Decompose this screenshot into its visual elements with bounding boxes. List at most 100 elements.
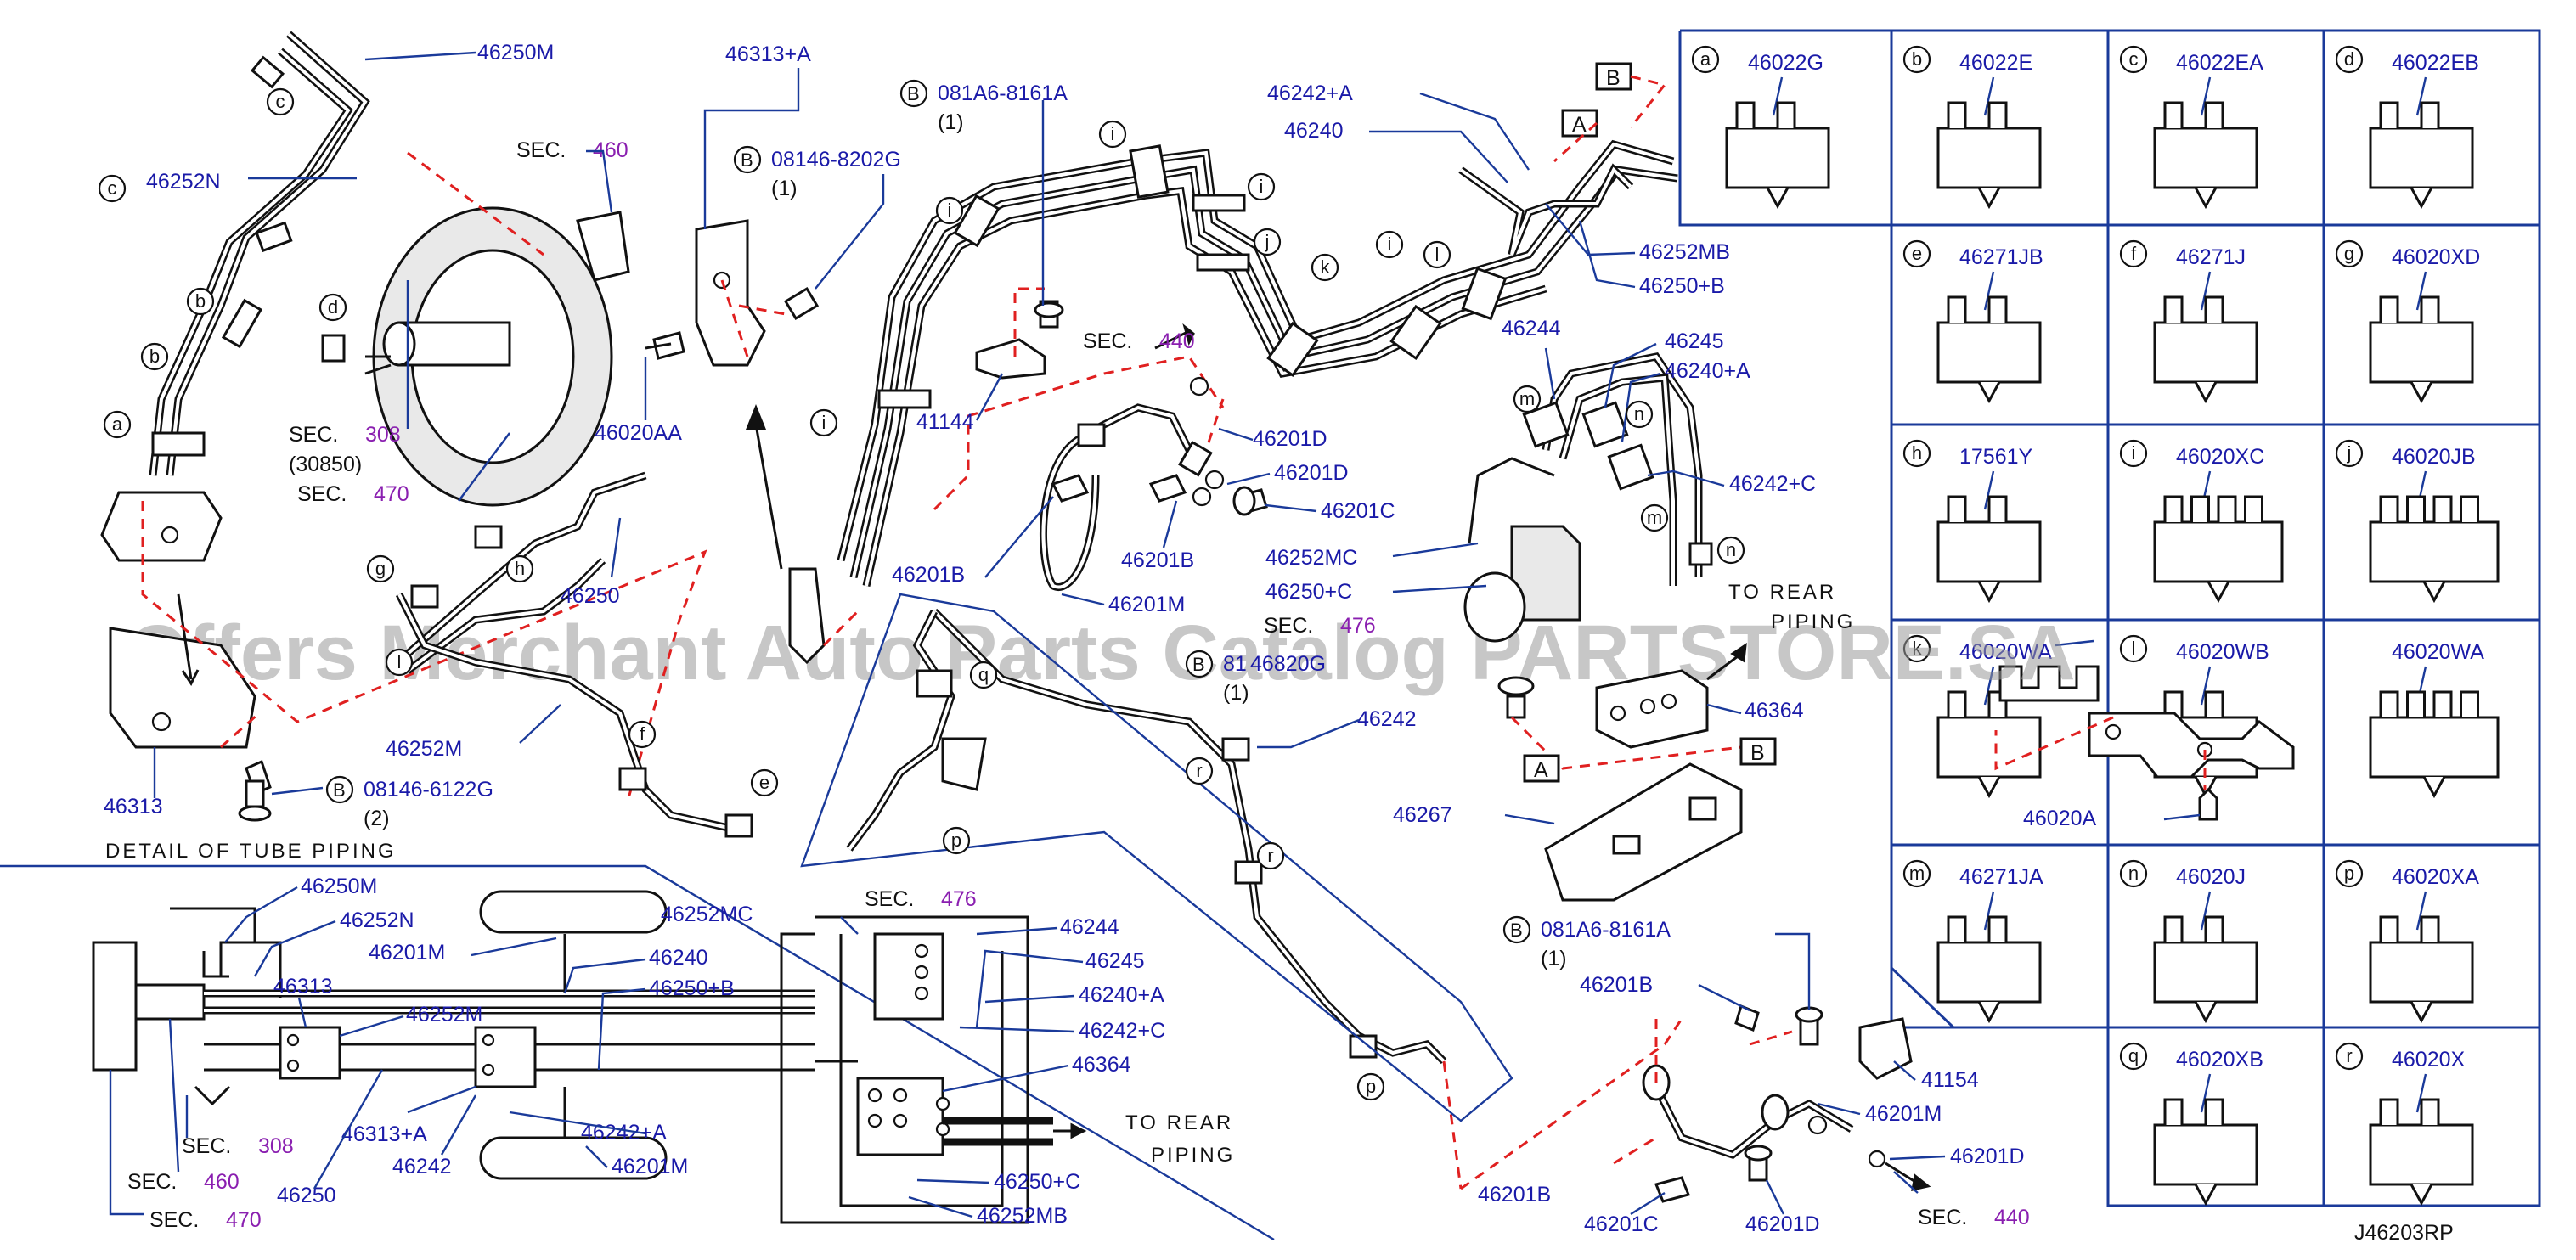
clip-shape-5 (2153, 321, 2258, 384)
clip-cell-leader (2200, 76, 2212, 116)
label-46201B-a: 46201B (1121, 548, 1194, 572)
leader-line (1392, 542, 1479, 558)
label-46250M: 46250M (477, 41, 554, 65)
clip-marker-l-18-circle (1423, 240, 1451, 269)
clip-cell-letter-c-circle (2119, 45, 2148, 74)
clip-shape-15 (2369, 941, 2474, 1004)
label-46240A: 46240+A (1665, 359, 1750, 383)
clip-tooth-4-1 (1987, 295, 2008, 323)
sec-476-word: SEC. (1264, 614, 1313, 638)
clip-shape-12 (2369, 716, 2500, 779)
d-sec-476-value: 476 (941, 887, 977, 911)
sec-476-value: 476 (1340, 614, 1376, 638)
bolt-3-b-letter: B (333, 779, 346, 801)
leader-line (1392, 584, 1487, 593)
bolt-4-b-letter: B (1192, 654, 1205, 675)
leader-line (458, 432, 510, 502)
clip-marker-i-17: i (1388, 233, 1392, 255)
leader-line (610, 517, 622, 578)
clip-marker-h-7-circle (505, 554, 534, 583)
d-46250: 46250 (277, 1184, 336, 1207)
leader-line (271, 786, 324, 796)
d-sec-308-word: SEC. (182, 1134, 231, 1158)
bolt-4-qty: (1) (1223, 681, 1249, 705)
leader-line (1817, 1102, 1861, 1116)
clip-tooth-14-1 (2204, 915, 2224, 942)
label-46201M: 46201M (1108, 593, 1185, 616)
leader-line (1061, 593, 1105, 606)
clip-tooth-16-0 (2163, 1098, 2184, 1125)
d-46250C: 46250+C (994, 1170, 1080, 1194)
clip-marker-j-15: j (1265, 231, 1270, 252)
clip-marker-n-20: n (1634, 403, 1644, 425)
d-to-rear-line2: PIPING (1151, 1144, 1235, 1167)
clip-cell-leader (2200, 1073, 2212, 1113)
clip-tooth-10-0 (1947, 690, 1967, 717)
clip-shape-10 (1936, 716, 2042, 779)
clip-cell-leader (2415, 76, 2427, 116)
clip-cell-leader (2200, 271, 2212, 311)
clip-shape-14 (2153, 941, 2258, 1004)
clip-tooth-9-1 (2406, 495, 2426, 522)
leader-line (563, 958, 646, 994)
clip-pin-8 (2207, 581, 2230, 604)
label-46240: 46240 (1284, 119, 1344, 143)
leader-line (975, 949, 1084, 1028)
clip-pin-4 (1977, 381, 2001, 404)
bolt-4-code2: 46820G (1250, 652, 1326, 676)
d-sec-308-value: 308 (258, 1134, 294, 1158)
label-46250B: 46250+B (1639, 274, 1725, 298)
clip-tooth-11-1 (2204, 690, 2224, 717)
clip-cell-leader (1983, 76, 1995, 116)
clip-marker-i-13-circle (1098, 120, 1127, 149)
leader-line (703, 68, 800, 229)
leader-line (916, 1178, 990, 1184)
clip-marker-b-3: b (149, 346, 160, 367)
clip-marker-a-4-circle (103, 410, 132, 439)
box-A-mid-letter: A (1534, 758, 1548, 782)
clip-tooth-2-1 (2204, 101, 2224, 128)
clip-marker-b-3-circle (140, 342, 169, 371)
clip-pin-10 (1977, 776, 2001, 799)
clip-marker-h-7: h (515, 558, 525, 579)
leader-line (1604, 342, 1657, 408)
leader-line (959, 1026, 1075, 1033)
clip-tooth-8-1 (2190, 495, 2210, 522)
clip-shape-8 (2153, 520, 2284, 583)
leader-line (984, 496, 1054, 578)
clip-cell-part-10: 46020WA (1959, 640, 2052, 664)
clip-cell-part-11: 46020WB (2176, 640, 2269, 664)
clip-cell-part-12: 46020WA (2392, 640, 2484, 664)
leader-line (297, 997, 307, 1028)
clip-marker-i-12: i (948, 200, 952, 221)
clip-marker-m-21-circle (1640, 503, 1669, 532)
clip-pin-3 (2410, 187, 2433, 210)
clip-tooth-9-3 (2460, 495, 2479, 522)
clip-cell-part-0: 46022G (1748, 51, 1823, 75)
clip-cell-part-13: 46271JA (1959, 865, 2043, 889)
label-46242A: 46242+A (1267, 82, 1353, 105)
clip-shape-2 (2153, 127, 2258, 189)
clip-marker-e-10-circle (750, 768, 779, 797)
clip-tooth-6-1 (2420, 295, 2440, 323)
d-46252N: 46252N (340, 908, 414, 932)
leader-line (407, 1085, 476, 1114)
clip-cell-letter-e-circle (1902, 239, 1931, 268)
clip-tooth-13-1 (1987, 915, 2008, 942)
sec-470-word: SEC. (297, 482, 347, 506)
d-46250M: 46250M (301, 875, 377, 898)
clip-marker-p-26: p (1366, 1076, 1376, 1097)
bolt-3-b-circle (325, 775, 354, 804)
leader-line (1630, 1191, 1666, 1216)
clip-marker-j-15-circle (1253, 228, 1282, 256)
leader-line (585, 1145, 608, 1168)
clip-cell-letter-d: d (2344, 48, 2354, 70)
leader-line (364, 51, 476, 61)
clip-pin-9 (2422, 581, 2446, 604)
clip-cell-leader (2200, 666, 2212, 706)
